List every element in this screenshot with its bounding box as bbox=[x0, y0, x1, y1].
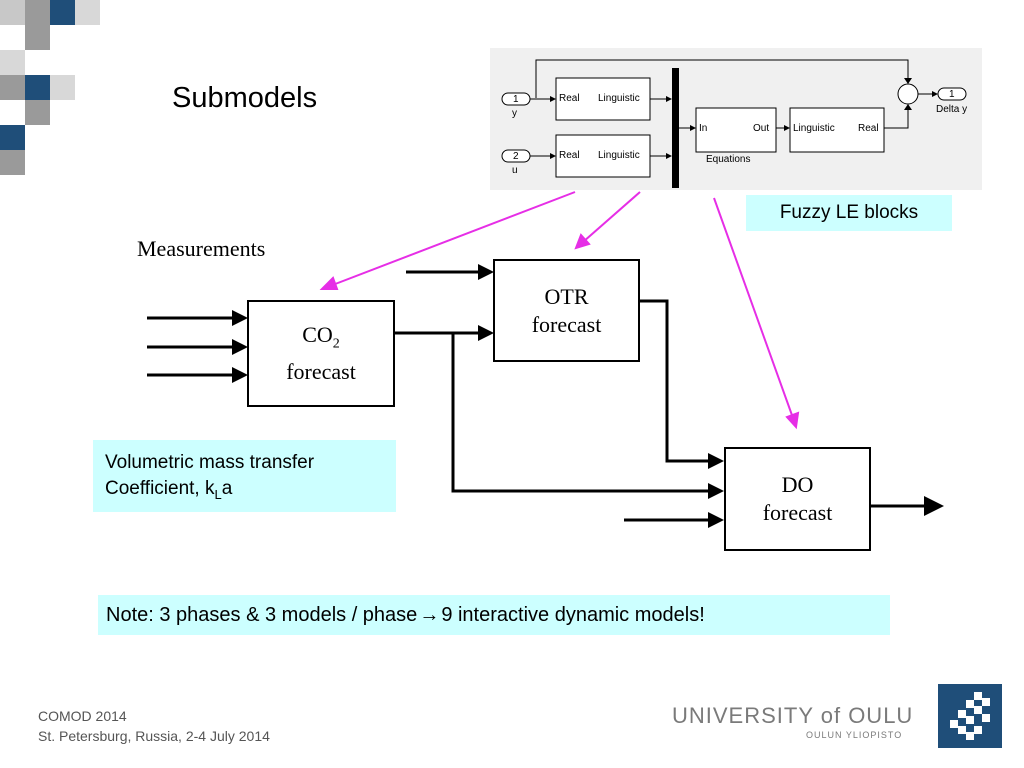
kla-line-2: Coefficient, kLa bbox=[105, 478, 233, 502]
inport-1-number: 1 bbox=[513, 94, 519, 105]
equations-label: Equations bbox=[706, 154, 751, 165]
page-title: Submodels bbox=[172, 82, 318, 114]
fuzzy-le-label: Fuzzy LE blocks bbox=[779, 202, 919, 223]
le1-linguistic-port: Linguistic bbox=[598, 93, 640, 104]
university-subname: OULUN YLIOPISTO bbox=[806, 730, 903, 740]
note-prefix: Note: 3 phases & 3 models / phase bbox=[106, 603, 418, 626]
university-name: UNIVERSITY of OULU bbox=[672, 703, 914, 728]
le3-linguistic-port: Linguistic bbox=[793, 123, 835, 134]
inport-2-number: 2 bbox=[513, 151, 519, 162]
right-arrow-icon: → bbox=[419, 603, 440, 626]
equations-out-port: Out bbox=[753, 123, 770, 134]
footer-location: St. Petersburg, Russia, 2-4 July 2014 bbox=[38, 728, 270, 744]
measurements-label: Measurements bbox=[137, 236, 266, 261]
note-callout: Note: 3 phases & 3 models / phase → 9 in… bbox=[98, 595, 890, 635]
kla-callout: Volumetric mass transfer Coefficient, kL… bbox=[93, 440, 396, 512]
fuzzy-le-callout: Fuzzy LE blocks bbox=[746, 195, 952, 231]
co2-block-title: CO2 bbox=[302, 321, 340, 352]
otr-forecast-block: OTR forecast bbox=[493, 259, 640, 362]
inport-2-name: u bbox=[512, 165, 518, 176]
kla-line-1: Volumetric mass transfer bbox=[105, 452, 315, 473]
otr-block-subtitle: forecast bbox=[531, 311, 602, 337]
simulink-wiring bbox=[501, 59, 967, 188]
le2-linguistic-port: Linguistic bbox=[598, 150, 640, 161]
co2-forecast-block: CO2 forecast bbox=[247, 300, 395, 407]
equations-in-port: In bbox=[699, 123, 708, 134]
outport-name: Delta y bbox=[936, 104, 968, 115]
inport-1-name: y bbox=[512, 108, 517, 119]
note-suffix: 9 interactive dynamic models! bbox=[441, 603, 705, 626]
co2-block-subtitle: forecast bbox=[286, 359, 356, 385]
le2-real-port: Real bbox=[559, 150, 580, 161]
do-forecast-block: DO forecast bbox=[724, 447, 871, 551]
le1-real-port: Real bbox=[559, 93, 580, 104]
outport-number: 1 bbox=[949, 89, 955, 100]
footer-event: COMOD 2014 bbox=[38, 708, 127, 724]
le3-real-port: Real bbox=[858, 123, 879, 134]
do-block-title: DO bbox=[781, 472, 814, 497]
do-block-subtitle: forecast bbox=[762, 500, 833, 525]
otr-block-title: OTR bbox=[544, 283, 589, 309]
university-logo-icon bbox=[938, 684, 1002, 748]
simulink-diagram: 1 y 2 u Real Linguistic Real Linguistic … bbox=[490, 48, 982, 190]
